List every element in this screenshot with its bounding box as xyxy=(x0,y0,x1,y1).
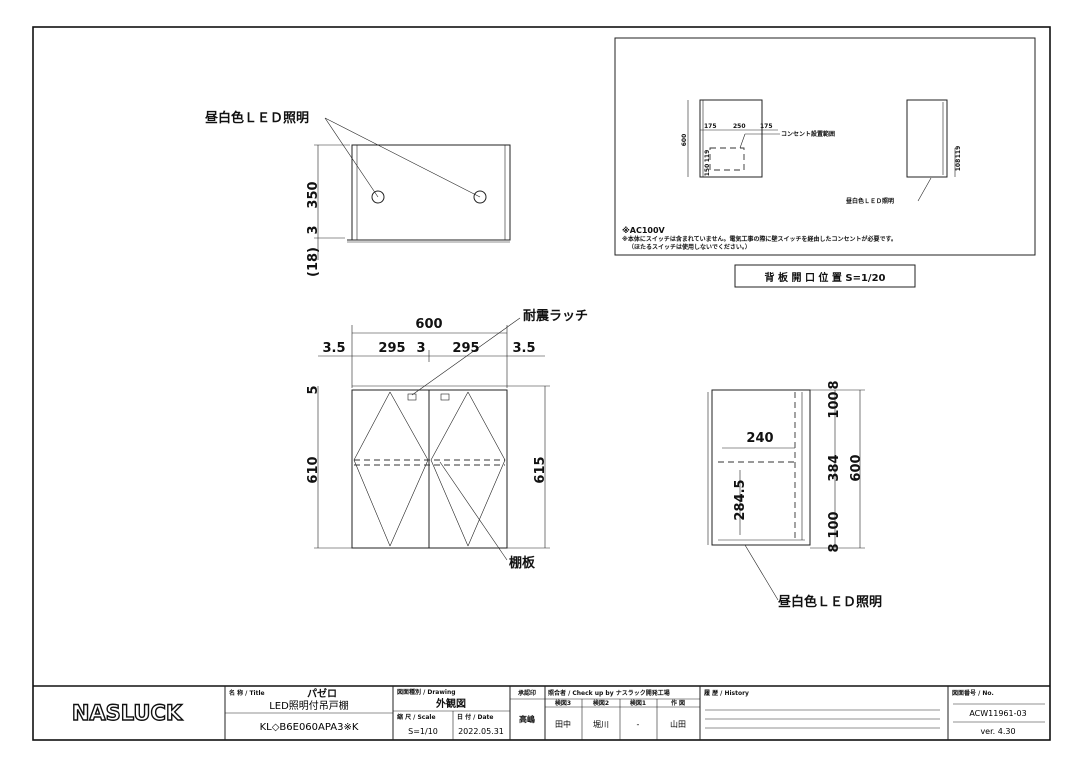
dim-8: 8 xyxy=(827,380,842,389)
shelf-label: 棚板 xyxy=(509,555,536,571)
latch-icon xyxy=(440,393,450,401)
note: （ほたるスイッチは使用しないでください。） xyxy=(628,243,751,251)
led-light-icon xyxy=(371,190,385,204)
front-view: 600 3.5 295 3 295 3.5 5 610 615 耐震ラッチ 棚板 xyxy=(306,308,588,571)
dim-384: 384 xyxy=(827,454,842,481)
drawing-number: ACW11961-03 xyxy=(969,709,1026,718)
check-val: 山田 xyxy=(670,719,686,729)
title-label: 名 称 / Title xyxy=(229,689,265,697)
latch-label: 耐震ラッチ xyxy=(523,308,588,324)
dim-175: 175 xyxy=(760,123,773,130)
led-label: 昼白色ＬＥＤ照明 xyxy=(205,110,309,126)
product-title: パゼロ xyxy=(307,687,337,700)
drawing-border xyxy=(32,26,1051,741)
dim-18: (18) xyxy=(306,247,321,277)
dim-100: 100 xyxy=(827,391,842,418)
dim-part: 3.5 xyxy=(512,341,535,356)
dim-615: 615 xyxy=(533,456,548,483)
dim-240: 240 xyxy=(746,431,773,446)
dim-610: 610 xyxy=(306,456,321,483)
dim-600: 600 xyxy=(849,454,864,481)
dim-119: 119 xyxy=(704,150,711,163)
led-light-icon xyxy=(473,190,487,204)
dim-600: 600 xyxy=(415,317,442,332)
check-col: 検図1 xyxy=(630,699,646,707)
approve-label: 承認印 xyxy=(518,689,536,697)
dim-175: 175 xyxy=(704,123,717,130)
dim-part: 3.5 xyxy=(322,341,345,356)
no-label: 図面番号 / No. xyxy=(952,689,994,697)
date: 2022.05.31 xyxy=(458,727,504,736)
back-panel-inset: 175 250 175 600 119 150 コンセント設置範囲 108 11… xyxy=(614,37,1036,288)
model-number: KL◇B6E060APA3※K xyxy=(260,722,359,733)
dim-108: 108 xyxy=(955,159,962,172)
dim-part: 3 xyxy=(416,341,425,356)
dim-part: 295 xyxy=(378,341,405,356)
inset-caption: 背 板 開 口 位 置 S=1/20 xyxy=(765,271,886,284)
scale-label: 縮 尺 / Scale xyxy=(397,713,436,721)
approver: 高嶋 xyxy=(519,714,535,724)
nasluck-logo: NASLUCK xyxy=(72,701,183,725)
dim-350: 350 xyxy=(306,181,321,208)
dim-8: 8 xyxy=(827,543,842,552)
dim-284-5: 284.5 xyxy=(733,479,748,520)
drawing-label: 図面種別 / Drawing xyxy=(397,688,456,696)
title-block: NASLUCK 名 称 / Title パゼロ LED照明付吊戸棚 KL◇B6E… xyxy=(33,685,1050,740)
drawing-type: 外観図 xyxy=(435,697,466,710)
check-val: 田中 xyxy=(555,719,571,729)
history-label: 履 歴 / History xyxy=(703,689,749,697)
date-label: 日 付 / Date xyxy=(457,713,493,721)
dim-250: 250 xyxy=(733,123,746,130)
scale: S=1/10 xyxy=(408,727,438,736)
note: ※本体にスイッチは含まれていません。電気工事の際に壁スイッチを経由したコンセント… xyxy=(622,235,897,243)
note: ※AC100V xyxy=(622,225,666,235)
latch-icon xyxy=(407,393,417,401)
dim-3: 3 xyxy=(306,225,321,234)
check-val: - xyxy=(637,720,640,729)
dim-part: 295 xyxy=(452,341,479,356)
check-col: 作 図 xyxy=(671,699,685,707)
version: ver. 4.30 xyxy=(980,727,1015,736)
side-view: 240 284.5 8 100 384 100 8 600 昼白色ＬＥＤ照明 xyxy=(707,380,882,610)
dim-150: 150 xyxy=(704,164,711,177)
product-subtitle: LED照明付吊戸棚 xyxy=(269,699,349,712)
check-val: 堀川 xyxy=(593,720,609,729)
dim-119: 119 xyxy=(955,146,962,159)
check-col: 検図3 xyxy=(555,699,571,707)
outlet-label: コンセント設置範囲 xyxy=(781,130,835,138)
dim-600: 600 xyxy=(681,134,688,147)
check-col: 検図2 xyxy=(593,699,609,707)
led-label: 昼白色ＬＥＤ照明 xyxy=(778,594,882,610)
check-label: 照合者 / Check up by ナスラック開発工場 xyxy=(548,689,670,697)
dim-100: 100 xyxy=(827,511,842,538)
top-view: 昼白色ＬＥＤ照明 350 3 (18) xyxy=(205,110,511,277)
led-label: 昼白色ＬＥＤ照明 xyxy=(846,197,894,205)
dim-5: 5 xyxy=(306,385,321,394)
